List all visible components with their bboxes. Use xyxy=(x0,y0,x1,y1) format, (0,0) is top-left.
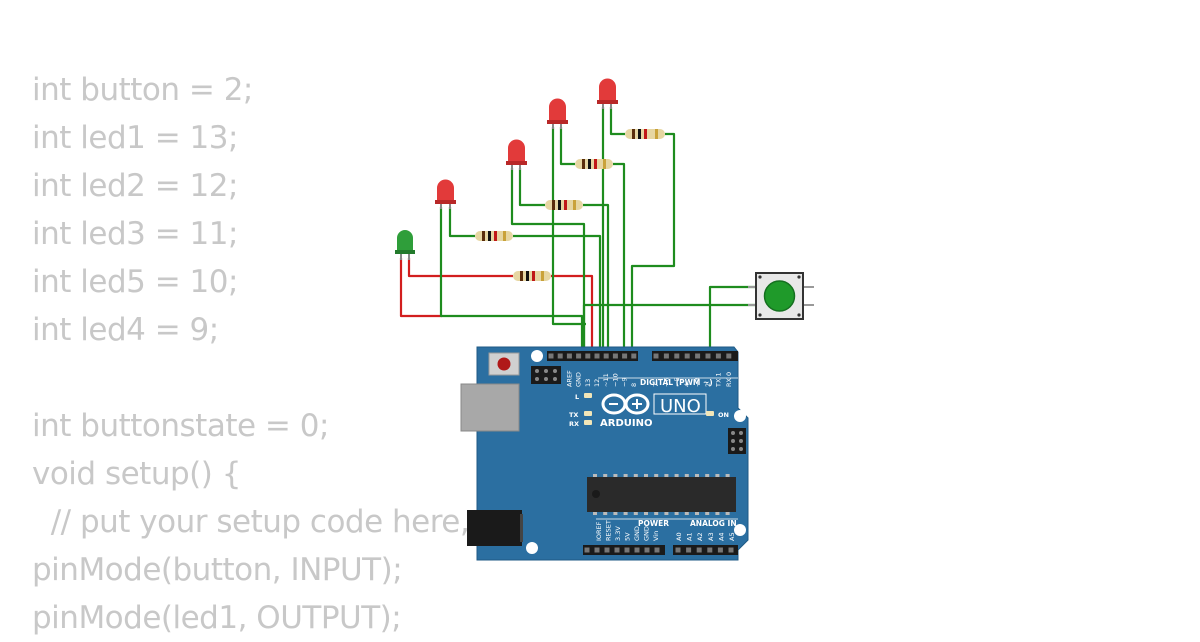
l-led-label: L xyxy=(575,393,579,401)
digital-pin-label: 12 xyxy=(593,379,601,387)
wire-led3-cathode[interactable] xyxy=(551,127,586,326)
analog-pin-label: A5 xyxy=(728,532,736,541)
code-line: int led2 = 12; xyxy=(32,168,238,204)
power-pin-label: RESET xyxy=(605,520,613,541)
wire-led3-anode[interactable] xyxy=(559,127,575,166)
led-red-4[interactable] xyxy=(597,78,618,110)
digital-pin-label: ~9 xyxy=(621,377,629,387)
digital-pin-label: ~3 xyxy=(694,377,702,387)
digital-pin-label: 7 xyxy=(652,383,660,387)
digital-pin-label: 13 xyxy=(584,379,592,387)
digital-pin-label: ~10 xyxy=(611,373,619,387)
code-line: int led5 = 10; xyxy=(32,264,238,300)
code-line: int led3 = 11; xyxy=(32,216,238,252)
wire-button-pin2[interactable] xyxy=(708,285,757,354)
push-button[interactable] xyxy=(748,272,814,320)
digital-pin-label: ~5 xyxy=(673,377,681,387)
power-pin-label: 3.3V xyxy=(614,526,622,541)
wire-led3-res[interactable] xyxy=(613,162,626,354)
power-header xyxy=(583,545,665,555)
digital-header-left xyxy=(547,351,638,361)
led-red-2[interactable] xyxy=(506,139,527,171)
code-line: int led1 = 13; xyxy=(32,120,238,156)
digital-pin-label: 8 xyxy=(630,383,638,387)
wire-green-led-res[interactable] xyxy=(407,258,513,278)
digital-pin-label: 4 xyxy=(683,383,691,387)
wire-green-led[interactable] xyxy=(399,258,442,318)
analog-header-label: ANALOG IN xyxy=(690,519,737,528)
wire-led2-cathode[interactable] xyxy=(510,168,586,354)
digital-header-right xyxy=(652,351,738,361)
power-header-label: POWER xyxy=(638,519,669,528)
model-label: UNO xyxy=(660,396,701,417)
wire-led1-res[interactable] xyxy=(513,234,602,354)
code-line: pinMode(button, INPUT); xyxy=(32,552,403,588)
led-red-3[interactable] xyxy=(547,98,568,130)
power-pin-label: 5V xyxy=(624,532,632,541)
power-pin-label: Vin xyxy=(652,531,660,541)
digital-header-label: DIGITAL (PWM ~) xyxy=(640,378,713,387)
code-line: int button = 2; xyxy=(32,72,253,108)
analog-header xyxy=(673,545,738,555)
analog-pin-label: A1 xyxy=(686,532,694,541)
digital-pin-label: RX 0 xyxy=(725,372,733,387)
wire-led1-cathode[interactable] xyxy=(439,207,584,354)
brand-label: ARDUINO xyxy=(600,418,652,429)
code-line: int led4 = 9; xyxy=(32,312,219,348)
digital-pin-label: TX 1 xyxy=(714,372,722,388)
microcontroller-chip xyxy=(587,477,736,512)
wire-led4-res[interactable] xyxy=(630,132,676,354)
wire-led2-anode[interactable] xyxy=(518,168,545,207)
wire-button-gnd[interactable] xyxy=(582,303,757,354)
analog-pin-label: A0 xyxy=(675,532,683,541)
digital-pin-label: GND xyxy=(575,372,583,387)
usb-port xyxy=(460,383,520,432)
resistor-4[interactable] xyxy=(575,159,613,169)
code-line: // put your setup code here, xyxy=(32,504,470,540)
wire-led4-anode[interactable] xyxy=(609,107,625,136)
resistor-2[interactable] xyxy=(513,271,551,281)
digital-pin-label: ~11 xyxy=(602,373,610,387)
power-pin-label: IOREF xyxy=(595,521,603,541)
wire-gnd[interactable] xyxy=(551,274,594,354)
digital-pin-label: 2 xyxy=(704,383,712,387)
wire-led2-res[interactable] xyxy=(583,203,610,354)
code-line: int buttonstate = 0; xyxy=(32,408,329,444)
dc-jack xyxy=(467,510,522,546)
led-red-1[interactable] xyxy=(435,179,456,210)
on-led-label: ON xyxy=(718,411,729,419)
analog-pin-label: A2 xyxy=(696,532,704,541)
led-green[interactable] xyxy=(395,230,415,260)
resistor-1[interactable] xyxy=(475,231,513,241)
analog-pin-label: A3 xyxy=(707,532,715,541)
arduino-logo-icon xyxy=(601,393,650,415)
wire-led1-anode[interactable] xyxy=(448,207,475,238)
resistor-3[interactable] xyxy=(545,200,583,210)
digital-pin-label: AREF xyxy=(565,370,573,387)
digital-pin-label: ~6 xyxy=(662,377,670,387)
power-pin-label: GND xyxy=(633,526,641,541)
analog-pin-label: A4 xyxy=(717,532,725,541)
code-line: void setup() { xyxy=(32,456,241,492)
tx-led-label: TX xyxy=(569,411,578,419)
resistor-5[interactable] xyxy=(625,129,665,139)
power-pin-label: GND xyxy=(643,526,651,541)
rx-led-label: RX xyxy=(569,420,579,428)
